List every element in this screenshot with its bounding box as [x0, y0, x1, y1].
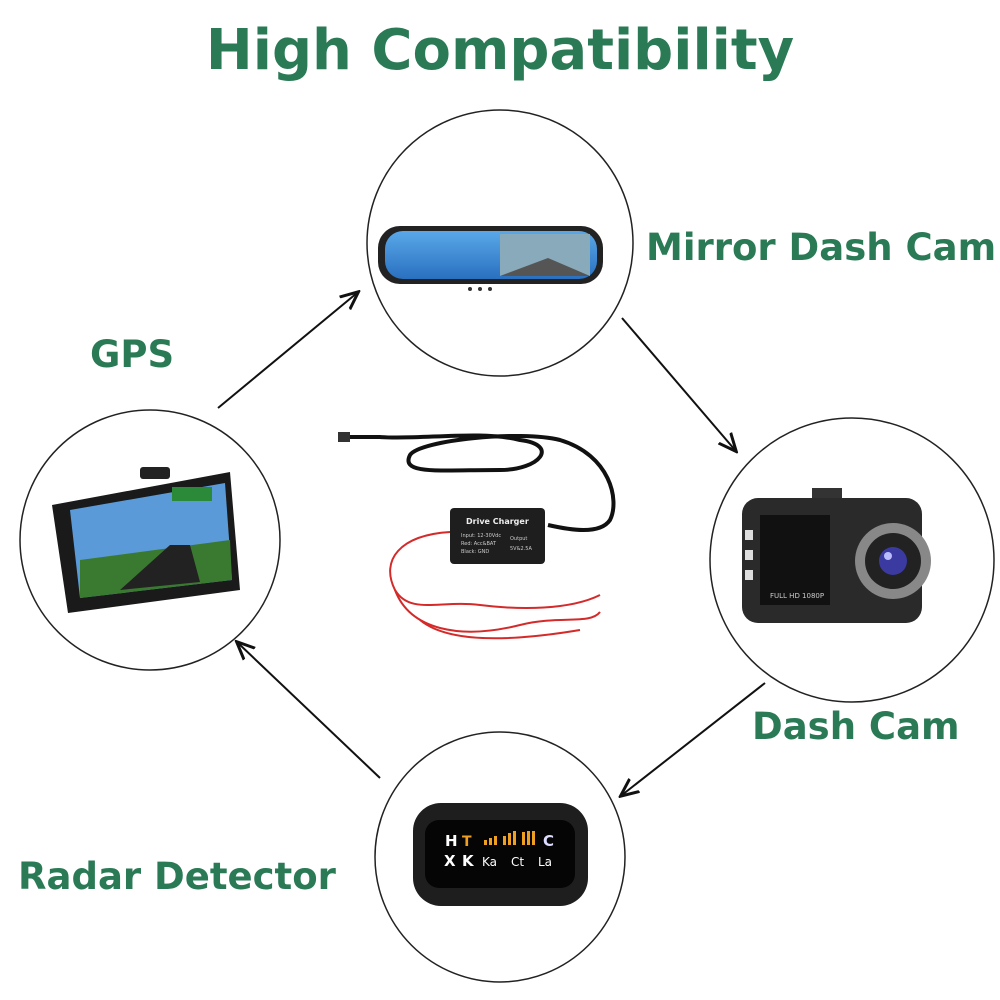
arrow-gps-to-mirror [217, 293, 357, 409]
arrow-mirror-to-dashcam [621, 317, 735, 450]
gps-image [52, 467, 240, 613]
charger-name: Drive Charger [466, 517, 529, 526]
mirror-dash-cam-image [378, 226, 603, 291]
charger-black: Black: GND [461, 549, 489, 555]
dashcam-label: FULL HD 1080P [770, 592, 824, 600]
arrow-radar-to-gps [238, 643, 381, 779]
radar-ct: Ct [511, 855, 524, 869]
radar-la: La [538, 855, 552, 869]
arrow-dashcam-to-radar [622, 682, 766, 795]
charger-output: Output [510, 536, 527, 542]
dash-cam-image: FULL HD 1080P [742, 488, 931, 623]
charger-input: Input: 12-30Vdc [461, 533, 501, 539]
radar-h: H [445, 832, 458, 850]
label-mirror-dash-cam: Mirror Dash Cam [646, 226, 997, 269]
label-radar-detector: Radar Detector [18, 855, 336, 898]
svg-text:T: T [462, 834, 472, 850]
radar-ka: Ka [482, 855, 497, 869]
radar-c: C [543, 832, 554, 850]
charger-output-value: 5V&2.5A [510, 546, 532, 552]
radar-detector-image: H T C X K Ka Ct La [413, 803, 588, 906]
charger-red: Red: Acc&BAT [461, 541, 497, 547]
label-gps: GPS [90, 333, 175, 376]
drive-charger-image: Drive Charger Input: 12-30Vdc Red: Acc&B… [338, 432, 616, 640]
page-title: High Compatibility [205, 18, 795, 83]
radar-k: K [462, 852, 475, 870]
radar-x: X [444, 852, 456, 870]
label-dash-cam: Dash Cam [752, 705, 960, 748]
